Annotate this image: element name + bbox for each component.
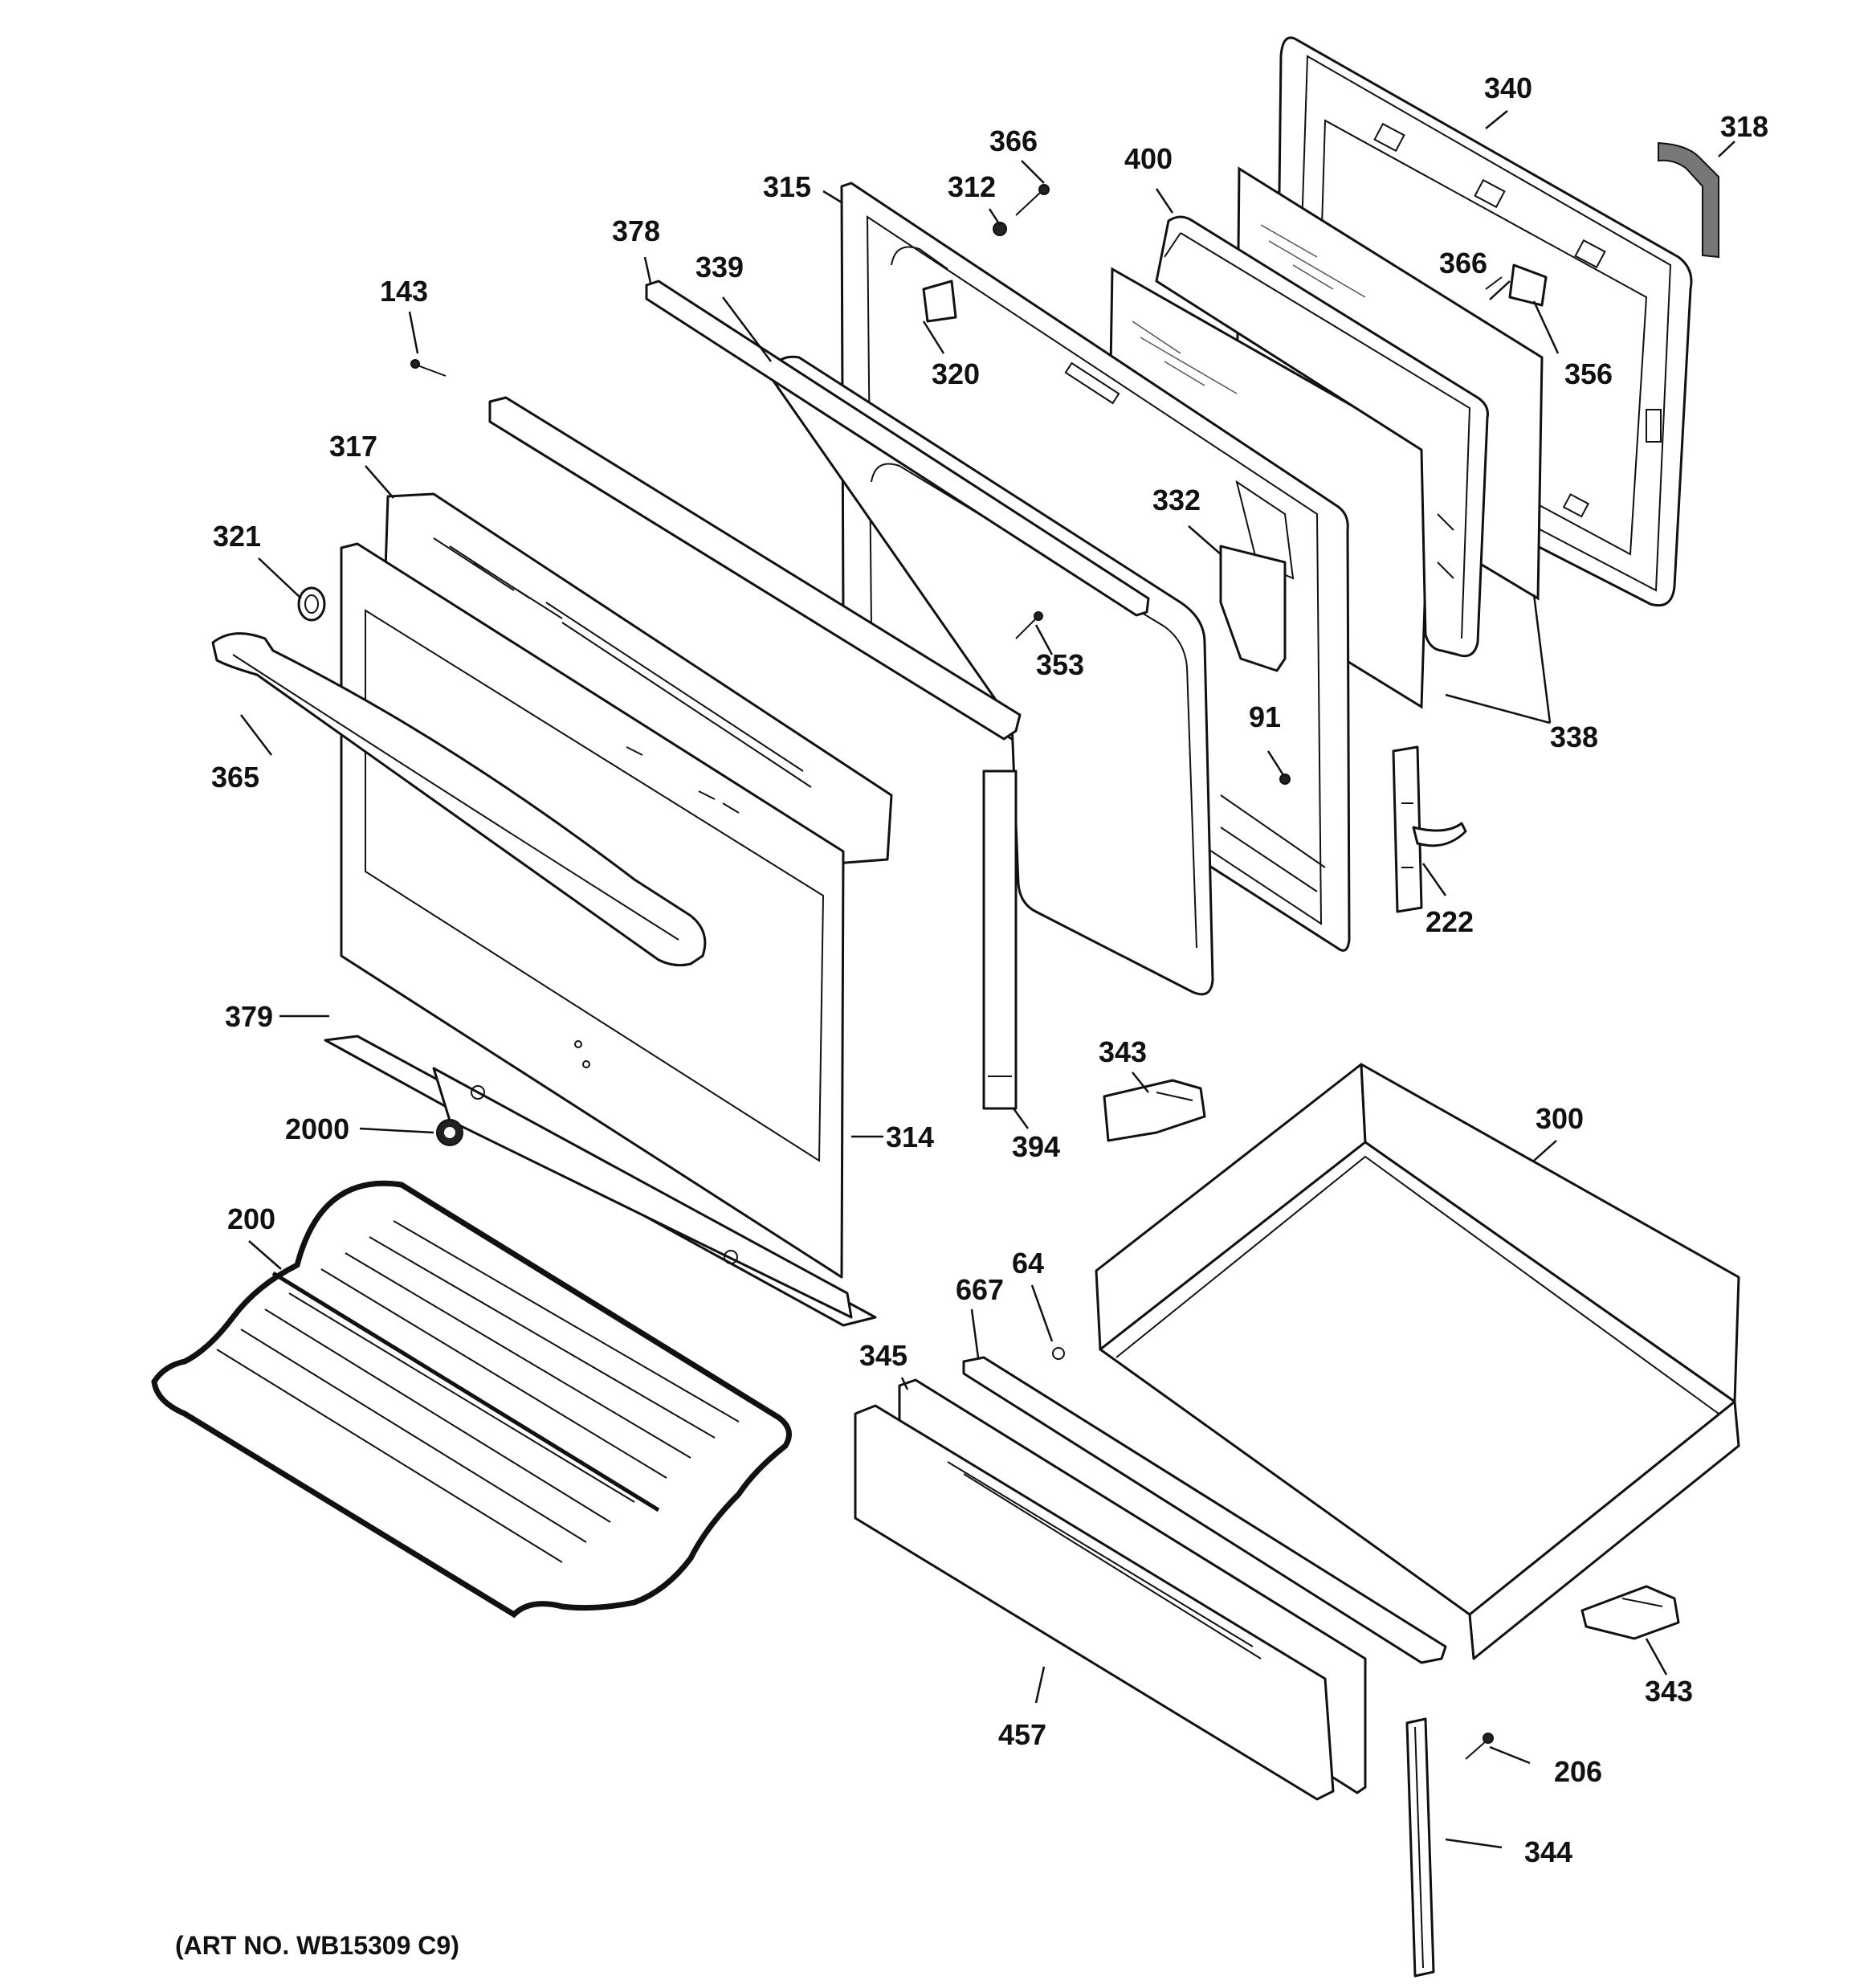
callout-338: 338 [1550, 720, 1598, 753]
callout-366: 366 [989, 125, 1038, 157]
callout-91: 91 [1249, 700, 1281, 733]
fastener-screws [410, 184, 1548, 1760]
callout-356: 356 [1564, 357, 1613, 390]
part-317-door-frame [384, 396, 1022, 865]
part-667-drawer-trim [962, 1356, 1447, 1664]
callout-300: 300 [1536, 1102, 1584, 1135]
part-200-oven-rack [151, 1180, 792, 1619]
callout-343: 343 [1099, 1035, 1147, 1068]
art-number: (ART NO. WB15309 C9) [175, 1931, 459, 1960]
callout-labels: 340 318 366 312 315 400 378 339 366 143 … [211, 71, 1768, 1868]
callout-321: 321 [213, 520, 261, 553]
callout-314: 314 [886, 1121, 934, 1153]
callout-317: 317 [329, 430, 377, 463]
callout-318: 318 [1720, 110, 1768, 143]
part-321-handle-cap [297, 586, 326, 622]
part-379-bottom-trim [324, 1035, 877, 1327]
leader-lines [240, 110, 1735, 1849]
part-457-drawer-front-panel [854, 1404, 1335, 1801]
part-332-hinge-cover [1219, 545, 1287, 672]
callout-222: 222 [1425, 905, 1474, 938]
part-378-vent-trim [645, 280, 1150, 617]
part-222-door-hinge [1392, 745, 1467, 913]
callout-312: 312 [948, 170, 996, 203]
callout-379: 379 [225, 1000, 273, 1033]
callout-400: 400 [1124, 142, 1173, 175]
part-343-drawer-glide-2 [1580, 1585, 1680, 1640]
part-64-screw [1052, 1347, 1065, 1360]
callout-206: 206 [1554, 1755, 1602, 1788]
part-400-glass-frame [1155, 215, 1489, 658]
callout-320: 320 [932, 357, 980, 390]
callout-143: 143 [380, 275, 428, 308]
part-318-door-gasket [1658, 141, 1719, 259]
callout-457: 457 [998, 1718, 1046, 1751]
callout-332: 332 [1152, 484, 1201, 516]
callout-315: 315 [763, 170, 811, 203]
part-339-door-insulation [769, 355, 1214, 996]
part-365-door-handle [211, 632, 707, 967]
part-343-drawer-glide [1103, 1079, 1206, 1142]
callout-345: 345 [859, 1339, 907, 1372]
callout-64: 64 [1012, 1247, 1044, 1280]
callout-353: 353 [1036, 648, 1084, 681]
part-394-side-trim [982, 769, 1018, 1110]
part-344-drawer-rail [1405, 1717, 1435, 1978]
callout-200: 200 [227, 1202, 275, 1235]
part-2000-grommet [436, 1119, 463, 1146]
part-300-storage-drawer [1095, 1063, 1740, 1660]
callout-344: 344 [1524, 1835, 1572, 1868]
callout-343: 343 [1645, 1675, 1693, 1708]
callout-366: 366 [1439, 247, 1487, 280]
callout-378: 378 [612, 214, 660, 247]
callout-667: 667 [956, 1273, 1004, 1306]
callout-365: 365 [211, 761, 259, 794]
callout-2000: 2000 [285, 1112, 349, 1145]
callout-339: 339 [695, 251, 744, 284]
callout-394: 394 [1012, 1130, 1060, 1163]
callout-340: 340 [1484, 71, 1532, 104]
